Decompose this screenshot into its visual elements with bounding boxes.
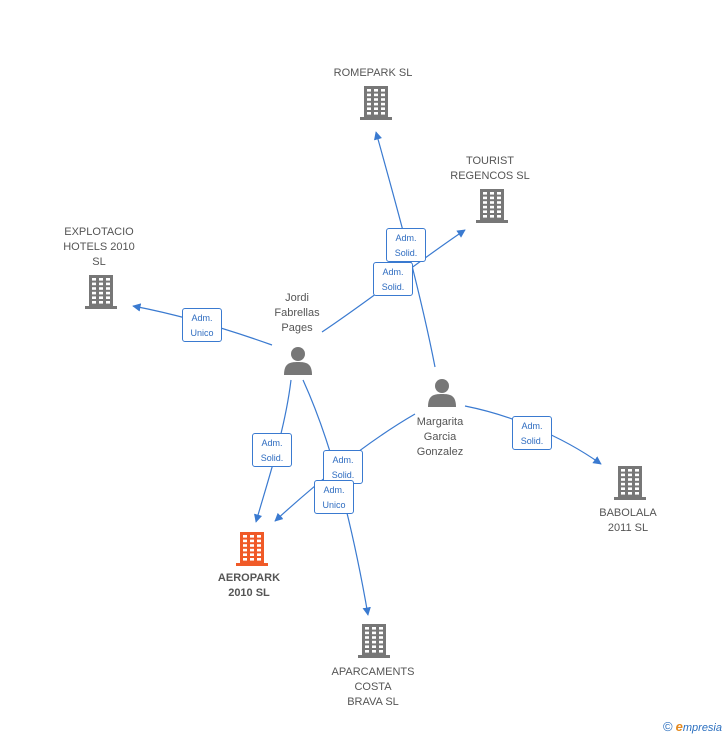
building-icon-aparcaments[interactable] [358,624,390,658]
company-label-romepark: ROMEPARK SL [333,67,413,79]
edge-label-margarita-aeropark[interactable]: Adm. Unico [314,480,354,514]
person-icon-jordi[interactable] [284,347,312,375]
edge-label-jordi-aparcaments[interactable]: Adm. Solid. [323,450,363,484]
brand-name: mpresia [682,722,722,734]
person-label-margarita: Margarita Garcia Gonzalez [416,416,464,458]
building-icon-tourist[interactable] [476,189,508,223]
company-label-aparcaments: APARCAMENTS COSTA BRAVA SL [331,666,415,708]
company-label-explotacio: EXPLOTACIO HOTELS 2010 SL [63,226,135,268]
company-label-babolala: BABOLALA 2011 SL [599,507,657,534]
edges-layer [132,131,602,616]
edge-label-jordi-tourist[interactable]: Adm. Solid. [373,262,413,296]
building-icon-aeropark[interactable] [236,532,268,566]
building-icon-babolala[interactable] [614,466,646,500]
person-label-jordi: Jordi Fabrellas Pages [274,292,320,334]
building-icon-romepark[interactable] [360,86,392,120]
edge-label-jordi-aeropark[interactable]: Adm. Solid. [252,433,292,467]
person-icon-margarita[interactable] [428,379,456,407]
copyright-symbol: © [662,719,673,734]
edge-label-margarita-babolala[interactable]: Adm. Solid. [512,416,552,450]
copyright-footer[interactable]: © empresia [663,719,722,734]
icons-layer [85,86,646,658]
edge-label-jordi-explotacio[interactable]: Adm. Unico [182,308,222,342]
brand-initial: e [675,719,683,734]
edge-label-margarita-romepark[interactable]: Adm. Solid. [386,228,426,262]
company-label-aeropark: AEROPARK 2010 SL [217,572,281,599]
building-icon-explotacio[interactable] [85,275,117,309]
company-label-tourist: TOURIST REGENCOS SL [450,155,530,182]
